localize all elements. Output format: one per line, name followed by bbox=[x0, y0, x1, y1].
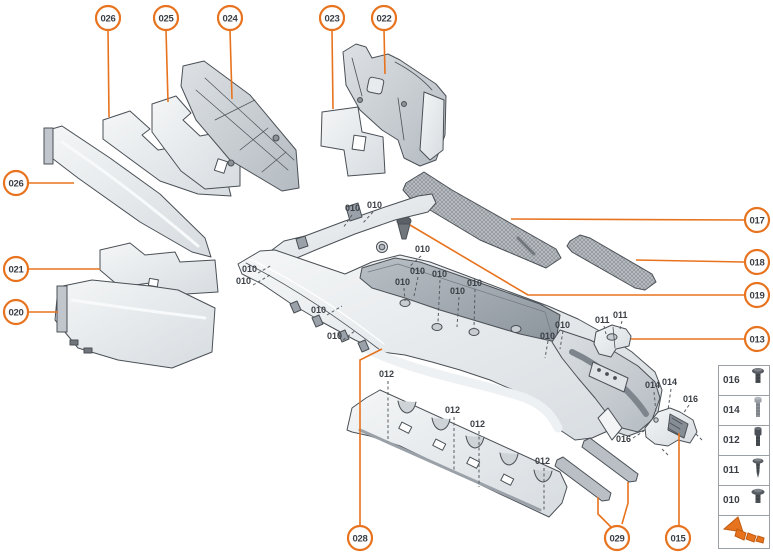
fastener-label-010: 010 bbox=[467, 278, 482, 288]
fastener-legend: 016 014 012 011 010 bbox=[718, 365, 770, 549]
part-rubber-mat-small bbox=[566, 234, 657, 291]
part-tunnel-trim-panel-ribbed bbox=[180, 60, 300, 192]
callout-026-left[interactable]: 026 bbox=[2, 169, 30, 197]
fastener-label-010: 010 bbox=[327, 331, 342, 341]
fastener-label-010: 010 bbox=[450, 286, 465, 296]
part-callouts: 026 025 024 023 022 026 021 020 017 018 … bbox=[2, 4, 771, 552]
fastener-label-010: 010 bbox=[432, 269, 447, 279]
part-rubber-mat-large bbox=[402, 171, 562, 269]
fastener-label-010: 010 bbox=[236, 276, 251, 286]
part-sill-strip-b bbox=[554, 456, 612, 502]
svg-text:022: 022 bbox=[377, 14, 392, 25]
fastener-label-016: 016 bbox=[616, 434, 631, 444]
fastener-label-016: 016 bbox=[683, 394, 698, 404]
callout-019[interactable]: 019 bbox=[743, 281, 771, 309]
fastener-label-010: 010 bbox=[395, 277, 410, 287]
svg-text:021: 021 bbox=[9, 265, 25, 276]
fastener-label-010: 010 bbox=[242, 264, 257, 274]
callout-leader-lines bbox=[29, 29, 745, 528]
legend-row-016[interactable]: 016 bbox=[719, 366, 769, 396]
callout-017[interactable]: 017 bbox=[743, 206, 771, 234]
svg-text:029: 029 bbox=[610, 534, 625, 545]
callout-025[interactable]: 025 bbox=[152, 4, 180, 32]
legend-row-012[interactable]: 012 bbox=[719, 426, 769, 456]
svg-text:026: 026 bbox=[9, 179, 24, 190]
fastener-label-012: 012 bbox=[470, 419, 485, 429]
fastener-label-010: 010 bbox=[311, 305, 326, 315]
part-console-frame bbox=[237, 193, 663, 441]
svg-text:026: 026 bbox=[101, 14, 116, 25]
callout-023[interactable]: 023 bbox=[318, 4, 346, 32]
callout-020[interactable]: 020 bbox=[2, 298, 30, 326]
screw-self-tapping-icon bbox=[751, 456, 765, 485]
svg-text:015: 015 bbox=[671, 534, 687, 545]
part-tunnel-trim-mid-left bbox=[151, 95, 241, 190]
part-sill-trim-outer bbox=[43, 125, 212, 258]
direction-arrow-icon bbox=[722, 515, 766, 549]
screw-hex-head-icon bbox=[751, 396, 765, 425]
part-retaining-clip bbox=[396, 216, 412, 240]
svg-text:025: 025 bbox=[159, 14, 175, 25]
callout-024[interactable]: 024 bbox=[216, 4, 244, 32]
callout-021[interactable]: 021 bbox=[2, 255, 30, 283]
callout-013[interactable]: 013 bbox=[743, 325, 771, 353]
callout-022[interactable]: 022 bbox=[370, 4, 398, 32]
screw-pan-head-icon bbox=[751, 366, 765, 395]
fastener-label-010: 010 bbox=[410, 266, 425, 276]
svg-text:028: 028 bbox=[353, 534, 368, 545]
fastener-label-010: 010 bbox=[540, 331, 555, 341]
callout-028[interactable]: 028 bbox=[346, 524, 374, 552]
legend-label: 010 bbox=[723, 495, 740, 506]
screw-flange-head-icon bbox=[751, 486, 765, 515]
part-sill-strip-a bbox=[581, 437, 639, 483]
legend-label: 014 bbox=[723, 405, 740, 416]
fastener-label-010: 010 bbox=[555, 320, 570, 330]
legend-row-014[interactable]: 014 bbox=[719, 396, 769, 426]
callout-018[interactable]: 018 bbox=[743, 248, 771, 276]
part-sill-trim-inner bbox=[54, 279, 216, 369]
part-console-side-panel bbox=[320, 106, 386, 177]
svg-text:018: 018 bbox=[750, 258, 765, 269]
part-console-rear-bracket bbox=[342, 43, 447, 167]
legend-label: 016 bbox=[723, 375, 740, 386]
svg-text:020: 020 bbox=[9, 308, 24, 319]
callout-015[interactable]: 015 bbox=[664, 524, 692, 552]
callout-029[interactable]: 029 bbox=[603, 524, 631, 552]
dashed-leader-lines bbox=[252, 211, 704, 510]
legend-row-direction bbox=[719, 515, 769, 549]
fastener-label-012: 012 bbox=[535, 456, 550, 466]
fastener-label-010: 010 bbox=[345, 203, 360, 213]
fastener-label-012: 012 bbox=[445, 405, 460, 415]
fastener-label-011: 011 bbox=[613, 310, 628, 320]
screw-cylinder-head-icon bbox=[751, 426, 765, 455]
svg-text:019: 019 bbox=[750, 291, 765, 302]
fastener-label-014: 014 bbox=[645, 380, 660, 390]
legend-row-010[interactable]: 010 bbox=[719, 486, 769, 516]
fastener-label-010: 010 bbox=[367, 200, 382, 210]
svg-text:017: 017 bbox=[750, 216, 765, 227]
svg-text:013: 013 bbox=[750, 335, 765, 346]
fastener-label-011: 011 bbox=[595, 315, 610, 325]
part-switch-bracket bbox=[593, 324, 632, 358]
legend-row-011[interactable]: 011 bbox=[719, 456, 769, 486]
part-rear-support-bracket bbox=[644, 407, 698, 447]
legend-label: 012 bbox=[723, 435, 740, 446]
fastener-label-010: 010 bbox=[415, 244, 430, 254]
legend-label: 011 bbox=[723, 465, 740, 476]
callout-026-top[interactable]: 026 bbox=[94, 4, 122, 32]
fastener-label-012: 012 bbox=[379, 369, 394, 379]
svg-text:023: 023 bbox=[325, 14, 340, 25]
svg-text:024: 024 bbox=[223, 14, 239, 25]
fastener-labels: 010 010 010 010 010 010 010 010 010 010 … bbox=[236, 200, 698, 466]
fastener-label-014: 014 bbox=[662, 377, 677, 387]
